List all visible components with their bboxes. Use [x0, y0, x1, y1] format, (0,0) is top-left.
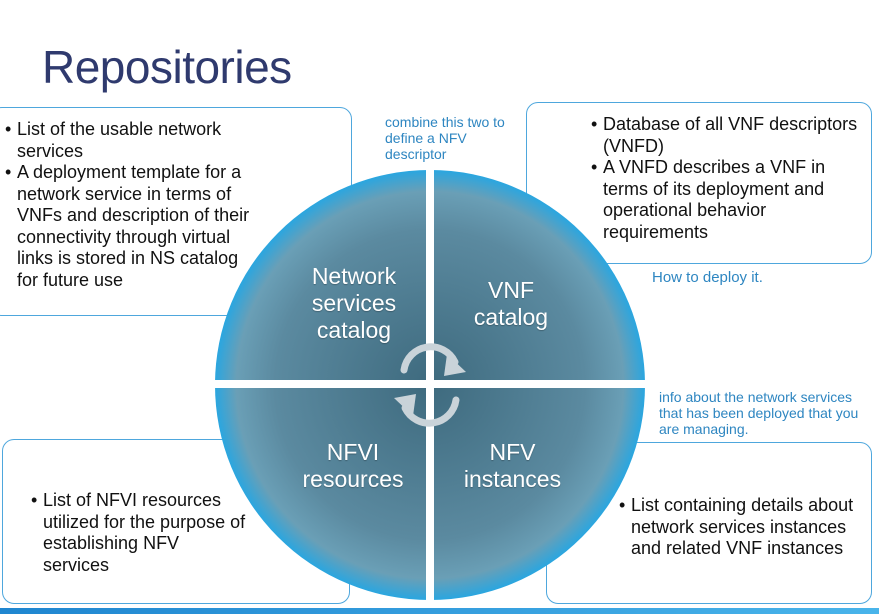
- quadrant-bottom-right: [434, 388, 645, 600]
- vnf-catalog-item-2: A VNFD describes a VNF in terms of its d…: [591, 157, 861, 243]
- nfvi-resources-item-1: List of NFVI resources utilized for the …: [31, 490, 246, 576]
- quadrant-top-right: [434, 170, 645, 380]
- footer-bar: [0, 608, 879, 614]
- how-to-deploy-note: How to deploy it.: [652, 269, 763, 286]
- quadrant-bottom-left: [215, 388, 426, 600]
- page-title: Repositories: [42, 41, 292, 93]
- ns-catalog-item-2: A deployment template for a network serv…: [5, 162, 260, 291]
- quadrant-label-network-services-catalog: Network services catalog: [311, 263, 397, 343]
- combine-note: combine this two to define a NFV descrip…: [385, 114, 505, 162]
- ns-catalog-card: List of the usable network services A de…: [0, 107, 352, 316]
- refresh-arrows-icon: [400, 343, 460, 427]
- info-note: info about the network services that has…: [659, 389, 859, 437]
- arrowheads: [394, 354, 466, 416]
- quadrant-label-nfvi-resources: NFVI resources: [302, 439, 404, 492]
- quadrant-label-vnf-catalog: VNF catalog: [473, 277, 549, 330]
- quadrant-label-nfv-instances: NFV instances: [463, 439, 562, 492]
- nfv-instances-item-1: List containing details about network se…: [619, 495, 859, 560]
- ns-catalog-item-1: List of the usable network services: [5, 119, 260, 162]
- vnf-catalog-item-1: Database of all VNF descriptors (VNFD): [591, 114, 861, 157]
